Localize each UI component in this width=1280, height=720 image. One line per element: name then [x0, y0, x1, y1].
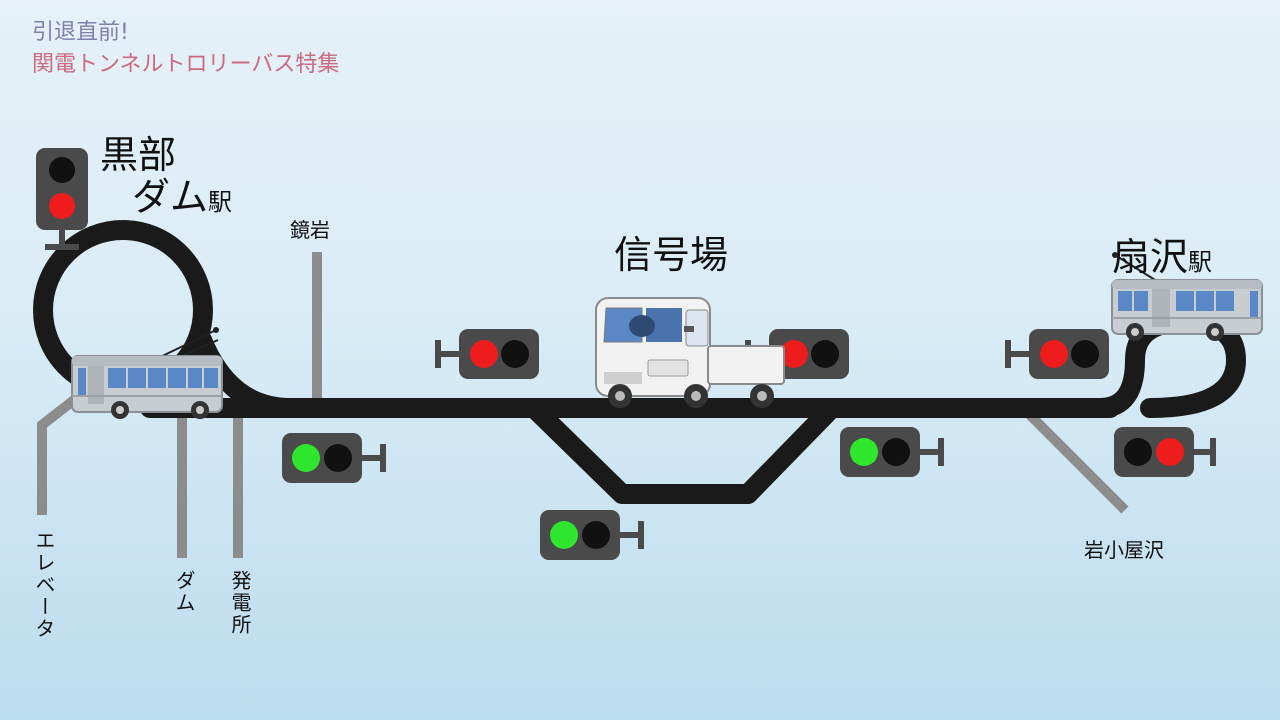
signal-lamp-red [470, 340, 498, 368]
label-iwagoyazawa: 岩小屋沢 [1084, 538, 1164, 562]
label-kagamiiwa: 鏡岩 [290, 218, 330, 242]
signal-lamp-red [780, 340, 808, 368]
signal-lamp-off [811, 340, 839, 368]
signal-lamp-off [882, 438, 910, 466]
light-truck [595, 297, 785, 408]
signal-lamp-off [49, 157, 75, 183]
branch-elevator [37, 396, 78, 515]
signal-lamp-off [1124, 438, 1152, 466]
signal-lamp-green [850, 438, 878, 466]
station-ogisawa-eki: 駅 [1188, 248, 1213, 276]
station-kurobe-line1: 黒部 [100, 133, 177, 177]
signal-west-upper [435, 329, 539, 379]
station-kurobe-dam: ダム [132, 175, 209, 219]
signal-lamp-off [582, 521, 610, 549]
signal-shingojo-upper [745, 329, 849, 379]
station-ogisawa-name: 扇沢 [1112, 235, 1189, 279]
label-dam: ダム [172, 570, 196, 614]
signal-lamp-green [550, 521, 578, 549]
trolleybus-kurobe [71, 327, 223, 419]
title-line1: 引退直前! [32, 20, 129, 45]
signal-passing-lower [540, 510, 644, 560]
signal-lamp-off [324, 444, 352, 472]
signal-lamp-red [1040, 340, 1068, 368]
station-shingojo: 信号場 [614, 233, 729, 277]
signal-west-lower [282, 433, 386, 483]
signal-kurobe [36, 148, 88, 250]
passing-loop [528, 402, 838, 504]
signal-lamp-off [501, 340, 529, 368]
signal-lamp-red [1156, 438, 1184, 466]
signal-lamp-red [49, 193, 75, 219]
label-hatsudensho: 発電所 [228, 570, 252, 636]
station-ogisawa: 扇沢駅 [1112, 226, 1212, 281]
station-kurobe-eki: 駅 [208, 188, 233, 216]
label-elevator: エレベータ [32, 530, 56, 640]
kurobe-loop-join [192, 330, 300, 418]
signal-shingojo-lower [840, 427, 944, 477]
station-kurobe-line2: ダム駅 [132, 166, 232, 221]
trolleybus-ogisawa [1111, 252, 1263, 341]
branch-lines [37, 252, 1129, 558]
signal-lamp-off [1071, 340, 1099, 368]
title-line2: 関電トンネルトロリーバス特集 [32, 52, 340, 77]
branch-iwagoyazawa [1021, 406, 1129, 514]
signal-ogisawa-upper [1005, 329, 1109, 379]
signal-ogisawa-lower [1114, 427, 1216, 477]
signal-lamp-green [292, 444, 320, 472]
